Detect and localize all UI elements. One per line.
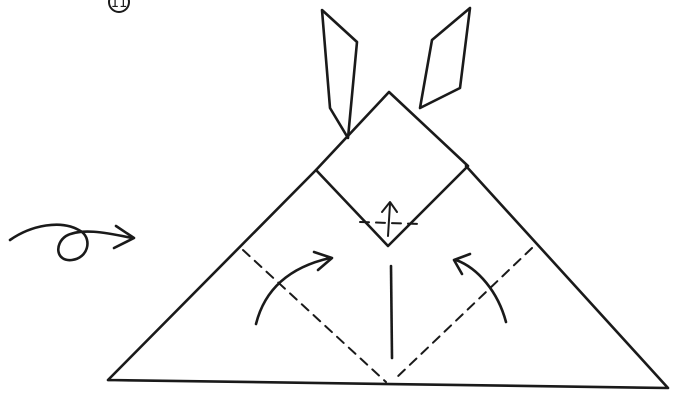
fold-arrow-icon (256, 252, 332, 324)
center-crease (391, 266, 392, 358)
body-triangle (108, 166, 668, 388)
turn-over-arrow-icon (10, 225, 134, 260)
fold-line-left (243, 250, 386, 382)
left-ear (322, 10, 357, 138)
fold-up-arrow-icon (382, 202, 397, 236)
fold-arrow-icon (454, 254, 506, 322)
fold-line-right (394, 248, 532, 380)
right-ear (420, 8, 470, 108)
